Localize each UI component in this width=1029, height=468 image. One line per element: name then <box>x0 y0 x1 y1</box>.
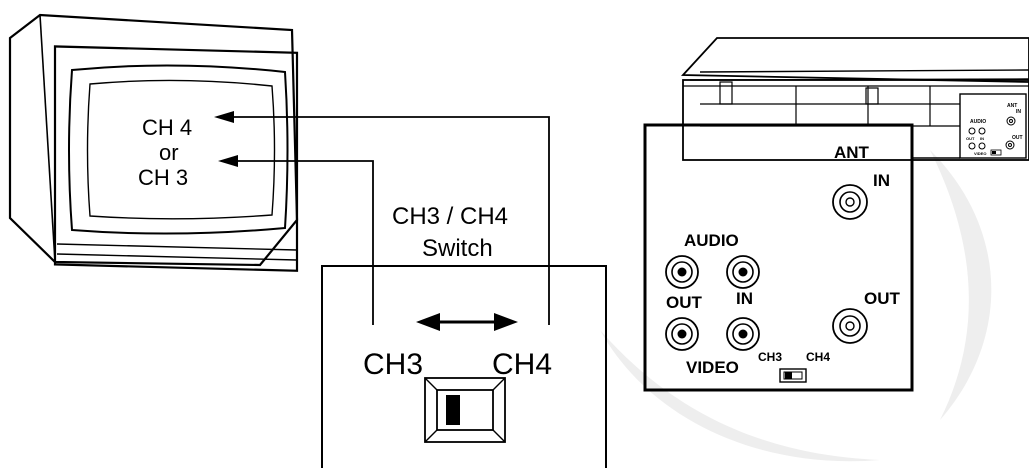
audio-label: AUDIO <box>684 231 739 250</box>
audio-out-label: OUT <box>666 293 703 312</box>
ch3-arrowhead <box>218 155 238 167</box>
ch4-connection-line <box>232 116 550 325</box>
vcr-rear-panel-enlarged: ANT IN OUT AUDIO OUT IN <box>643 123 914 392</box>
video-in-jack <box>726 317 760 351</box>
switch-callout-box <box>321 265 607 468</box>
vcr-mini-panel: ANT IN AUDIO OUT IN OUT VIDEO <box>959 93 1027 159</box>
audio-out-jack <box>665 255 699 289</box>
ant-out-connector <box>832 308 868 344</box>
ant-in-label: IN <box>873 171 890 190</box>
audio-in-label: IN <box>736 289 753 308</box>
switch-ch4-label: CH4 <box>492 348 552 381</box>
panel-switch-ch4-label: CH4 <box>806 350 830 364</box>
connection-lines <box>214 111 550 325</box>
video-label: VIDEO <box>686 358 739 377</box>
video-out-jack <box>665 317 699 351</box>
slide-arrowhead-right <box>494 313 518 331</box>
slide-arrowhead-left <box>416 313 440 331</box>
slide-switch <box>424 377 506 443</box>
vcr: ANT IN AUDIO OUT IN OUT VIDEO <box>680 37 1029 161</box>
switch-ch3-label: CH3 <box>363 348 423 381</box>
tv-or-text: or <box>159 140 179 165</box>
mini-in-label: IN <box>1016 109 1021 115</box>
mini-out-small-label: OUT <box>966 136 975 141</box>
mini-video-label: VIDEO <box>974 151 986 156</box>
ch4-arrowhead <box>214 111 234 123</box>
audio-in-jack <box>726 255 760 289</box>
watermark-swoosh <box>930 150 992 420</box>
mini-out-label: OUT <box>1012 135 1023 141</box>
switch-callout-title-line2: Switch <box>422 235 493 262</box>
panel-switch-ch3-label: CH3 <box>758 350 782 364</box>
switch-callout: CH3 / CH4 Switch CH3 CH4 <box>321 203 607 468</box>
television: CH 4 or CH 3 <box>8 13 299 272</box>
ant-label: ANT <box>834 143 870 162</box>
ant-in-connector <box>832 184 868 220</box>
mini-ant-label: ANT <box>1007 103 1017 109</box>
mini-in-small-label: IN <box>980 136 984 141</box>
panel-ch-switch <box>779 368 807 383</box>
watermark-swoosh-lower <box>600 330 880 462</box>
slide-switch-knob <box>446 395 460 425</box>
tv-ch3-text: CH 3 <box>138 165 188 190</box>
mini-audio-label: AUDIO <box>970 119 986 125</box>
switch-callout-title-line1: CH3 / CH4 <box>392 203 508 230</box>
tv-ch4-text: CH 4 <box>142 115 192 140</box>
ant-out-label: OUT <box>864 289 901 308</box>
ch3-connection-line <box>236 160 374 325</box>
